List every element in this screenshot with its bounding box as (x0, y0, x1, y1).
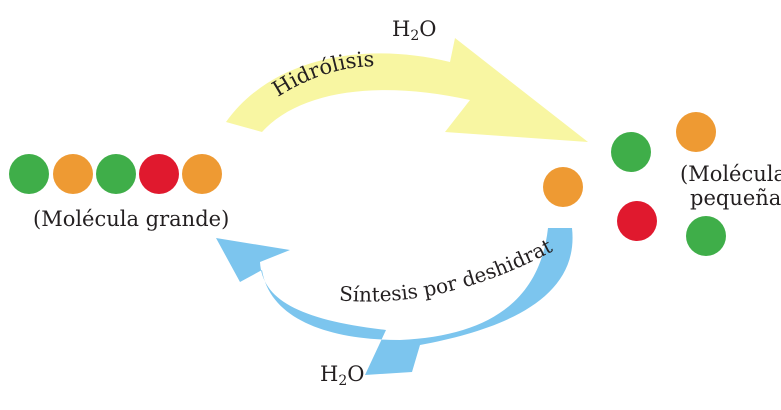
large-molecule-bead-1 (9, 154, 49, 194)
small-molecule-bead-1 (543, 167, 583, 207)
dehydration-label: Síntesis por deshidratación (0, 0, 556, 307)
small-molecules-label-line-1: (Moléculas (680, 162, 781, 186)
small-molecule-bead-3 (676, 112, 716, 152)
hydrolysis-water-label: H2O (392, 17, 437, 44)
large-molecule-bead-2 (53, 154, 93, 194)
dehydration-arrow (216, 228, 573, 375)
large-molecule-bead-4 (139, 154, 179, 194)
large-molecule-bead-3 (96, 154, 136, 194)
small-molecule-bead-5 (686, 216, 726, 256)
large-molecule-label: (Molécula grande) (33, 207, 230, 231)
dehydration-water-label: H2O (320, 362, 365, 389)
small-molecule-bead-2 (611, 132, 651, 172)
small-molecules (543, 112, 726, 256)
small-molecules-label-line-2: pequeñas) (690, 186, 781, 210)
small-molecule-bead-4 (617, 201, 657, 241)
hydrolysis-arrow (226, 38, 588, 142)
large-molecule (9, 154, 222, 194)
large-molecule-bead-5 (182, 154, 222, 194)
